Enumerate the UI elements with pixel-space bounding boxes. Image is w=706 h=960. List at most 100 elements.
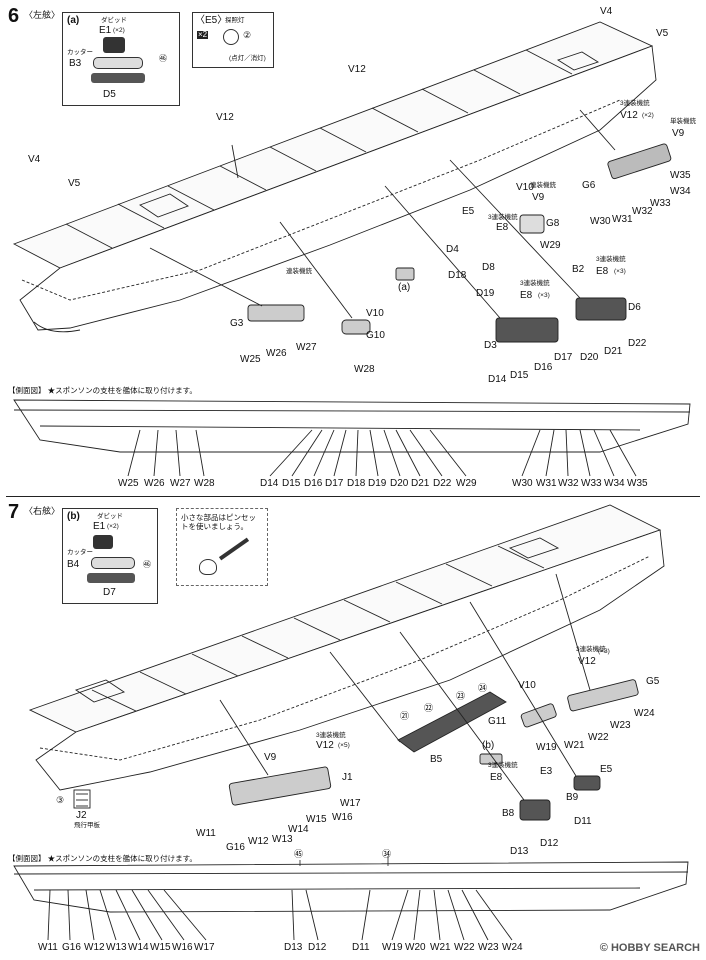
label-d3: D3 bbox=[484, 340, 497, 351]
label7-e8: E8 bbox=[490, 772, 503, 783]
inset-b-davit-note: ダビッド bbox=[97, 513, 123, 520]
label7-c21: ㉑ bbox=[400, 711, 410, 721]
base-part-b bbox=[87, 573, 135, 583]
label-d15: D15 bbox=[510, 370, 529, 381]
label-d8: D8 bbox=[482, 262, 495, 273]
label7-w12: W12 bbox=[248, 836, 269, 847]
inset-b-e1: E1 bbox=[93, 521, 106, 532]
label7-v10: V10 bbox=[518, 680, 536, 691]
label7-w24: W24 bbox=[634, 708, 655, 719]
side-view-mark-34: ㉞ bbox=[382, 849, 392, 859]
inset-e5-circ: ② bbox=[243, 30, 252, 40]
tip-box: 小さな部品はピンセットを使いましょう。 bbox=[176, 508, 268, 586]
label7-g11: G11 bbox=[488, 716, 507, 727]
label-e8b: E8 bbox=[520, 290, 533, 301]
sv6-d19: D19 bbox=[368, 478, 387, 489]
label-g6: G6 bbox=[582, 180, 596, 191]
label7-w17: W17 bbox=[340, 798, 361, 809]
label-e5: E5 bbox=[462, 206, 475, 217]
inset-b-box: (b) ダビッド E1 (×2) カッター B4 ㊻ D7 bbox=[62, 508, 158, 604]
label7-v12a-qty: (×3) bbox=[598, 648, 610, 655]
label-w35: W35 bbox=[670, 170, 691, 181]
sv7-d11: D11 bbox=[352, 942, 370, 953]
sv7-w14: W14 bbox=[128, 942, 149, 953]
label-b2: B2 bbox=[572, 264, 585, 275]
side-view-hull-6 bbox=[13, 399, 691, 453]
label7-b5: B5 bbox=[430, 754, 443, 765]
note-twin: 連装機銃 bbox=[530, 182, 556, 189]
label-v9: V9 bbox=[672, 128, 685, 139]
sv7-w12: W12 bbox=[84, 942, 105, 953]
side-view-note-6: 【側面図】 ★スポンソンの支柱を艦体に取り付けます。 bbox=[8, 386, 197, 395]
label-d17: D17 bbox=[554, 352, 573, 363]
sv6-d18: D18 bbox=[347, 478, 366, 489]
sv7-w11: W11 bbox=[38, 942, 58, 953]
label-v5-left: V5 bbox=[68, 178, 81, 189]
sv7-w20: W20 bbox=[405, 942, 426, 953]
sv6-w27: W27 bbox=[170, 478, 191, 489]
section-divider bbox=[6, 496, 700, 497]
side-view-labels-7: W11 G16 W12 W13 W14 W15 W16 W17 D13 D12 … bbox=[0, 942, 706, 954]
inset-e5-mark1: ×2 bbox=[197, 30, 209, 39]
step-6-number: 6 bbox=[8, 5, 20, 27]
note-aa-x2: 3連装機銃 bbox=[620, 100, 650, 107]
note-aa-7c: 3連装機銃 bbox=[316, 732, 346, 739]
step-6-side-label: 〈左舷〉 bbox=[24, 10, 61, 20]
label-d4: D4 bbox=[446, 244, 459, 255]
label-w33: W33 bbox=[650, 198, 671, 209]
label-d16: D16 bbox=[534, 362, 553, 373]
label-d6: D6 bbox=[628, 302, 641, 313]
label-g3: G3 bbox=[230, 318, 244, 329]
label7-d13: D13 bbox=[510, 846, 529, 857]
label7-j2: J2 bbox=[76, 810, 87, 821]
label7-v12b-qty: (×5) bbox=[338, 742, 350, 749]
inset-b-title: (b) bbox=[67, 511, 80, 522]
inset-e5-sub: (点灯／消灯) bbox=[229, 55, 266, 62]
label-v12-c: V12 bbox=[620, 110, 638, 121]
sv6-w31: W31 bbox=[536, 478, 557, 489]
label-v4-top: V4 bbox=[600, 6, 613, 17]
label7-w13: W13 bbox=[272, 834, 293, 845]
sv6-d15: D15 bbox=[282, 478, 301, 489]
inset-a-title: (a) bbox=[67, 15, 80, 26]
label-v10: V10 bbox=[516, 182, 534, 193]
label-v12-b: V12 bbox=[216, 112, 234, 123]
label7-b8: B8 bbox=[502, 808, 515, 819]
label-e8: E8 bbox=[496, 222, 509, 233]
label7-c24: ㉔ bbox=[478, 683, 488, 693]
sv6-d17: D17 bbox=[325, 478, 344, 489]
label-w29: W29 bbox=[540, 240, 561, 251]
label-d18: D18 bbox=[448, 270, 467, 281]
label7-b-mark: (b) bbox=[482, 740, 495, 751]
label-g8: G8 bbox=[546, 218, 560, 229]
searchlight-icon bbox=[223, 29, 239, 45]
label-v12-c-qty: (×2) bbox=[642, 112, 654, 119]
inset-b-d7: D7 bbox=[103, 587, 116, 598]
sv7-w23: W23 bbox=[478, 942, 499, 953]
label-w31: W31 bbox=[612, 214, 633, 225]
inset-a-box: (a) ダビッド E1 (×2) カッター B3 ㊻ D5 bbox=[62, 12, 180, 106]
tip-text: 小さな部品はピンセットを使いましょう。 bbox=[181, 513, 256, 531]
note-aa-7b: 3連装機銃 bbox=[488, 762, 518, 769]
sv6-w34: W34 bbox=[604, 478, 625, 489]
label-w32: W32 bbox=[632, 206, 653, 217]
label7-e5: E5 bbox=[600, 764, 613, 775]
inset-e5-title: 〈E5〉 bbox=[195, 15, 228, 26]
inset-a-e1-qty: (×2) bbox=[113, 27, 125, 34]
sv7-g16: G16 bbox=[62, 942, 81, 953]
side-view-note-7: 【側面図】 ★スポンソンの支柱を艦体に取り付けます。 bbox=[8, 854, 197, 863]
note-aa-x3: 3連装機銃 bbox=[596, 256, 626, 263]
label-d22: D22 bbox=[628, 338, 647, 349]
label-w25: W25 bbox=[240, 354, 261, 365]
label-d20: D20 bbox=[580, 352, 599, 363]
label-a-bottom: (a) bbox=[398, 282, 411, 293]
cutter-part bbox=[93, 57, 143, 69]
inset-e5-box: 〈E5〉 探照灯 ×2 ② (点灯／消灯) bbox=[192, 12, 274, 68]
cutter-part-b bbox=[91, 557, 135, 569]
label7-g16: G16 bbox=[226, 842, 245, 853]
sv6-w32: W32 bbox=[558, 478, 579, 489]
label7-b9: B9 bbox=[566, 792, 579, 803]
inset-a-b3: B3 bbox=[69, 58, 82, 69]
label-d19: D19 bbox=[476, 288, 495, 299]
inset-b-e1-qty: (×2) bbox=[107, 523, 119, 530]
